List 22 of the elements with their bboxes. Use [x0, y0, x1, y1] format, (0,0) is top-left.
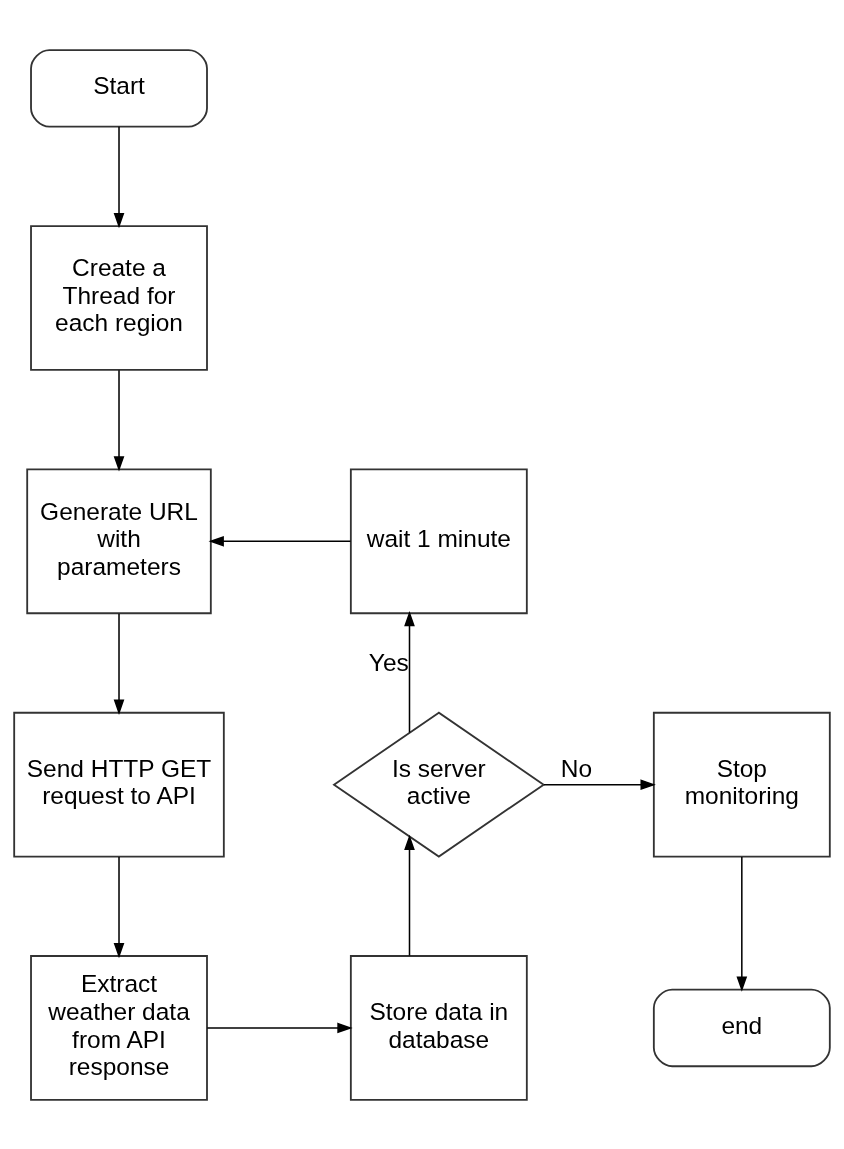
- arrow: [208, 535, 352, 547]
- node-box: Store data in database: [349, 954, 528, 1101]
- node-box: wait 1 minute: [349, 468, 528, 614]
- node-diamond: Is server active: [332, 711, 546, 858]
- node-box: Start: [30, 48, 208, 128]
- node-box: Create a Thread for each region: [30, 224, 208, 371]
- node-box: end: [652, 988, 831, 1067]
- arrow: [113, 125, 125, 228]
- node-box: Send HTTP GET request to API: [13, 711, 225, 857]
- edge-label: Yes: [368, 648, 409, 676]
- arrow: [113, 612, 125, 715]
- node-box: Generate URL with parameters: [26, 468, 212, 614]
- node-box: Extract weather data from API response: [30, 954, 208, 1101]
- arrow: [113, 855, 125, 958]
- arrow: [543, 778, 656, 790]
- edge-label: No: [560, 754, 593, 782]
- arrow: [404, 610, 415, 733]
- arrow: [404, 834, 415, 956]
- arrow: [206, 1022, 353, 1033]
- node-box: Stop monitoring: [652, 711, 831, 857]
- arrow: [113, 369, 125, 472]
- arrow: [736, 855, 748, 992]
